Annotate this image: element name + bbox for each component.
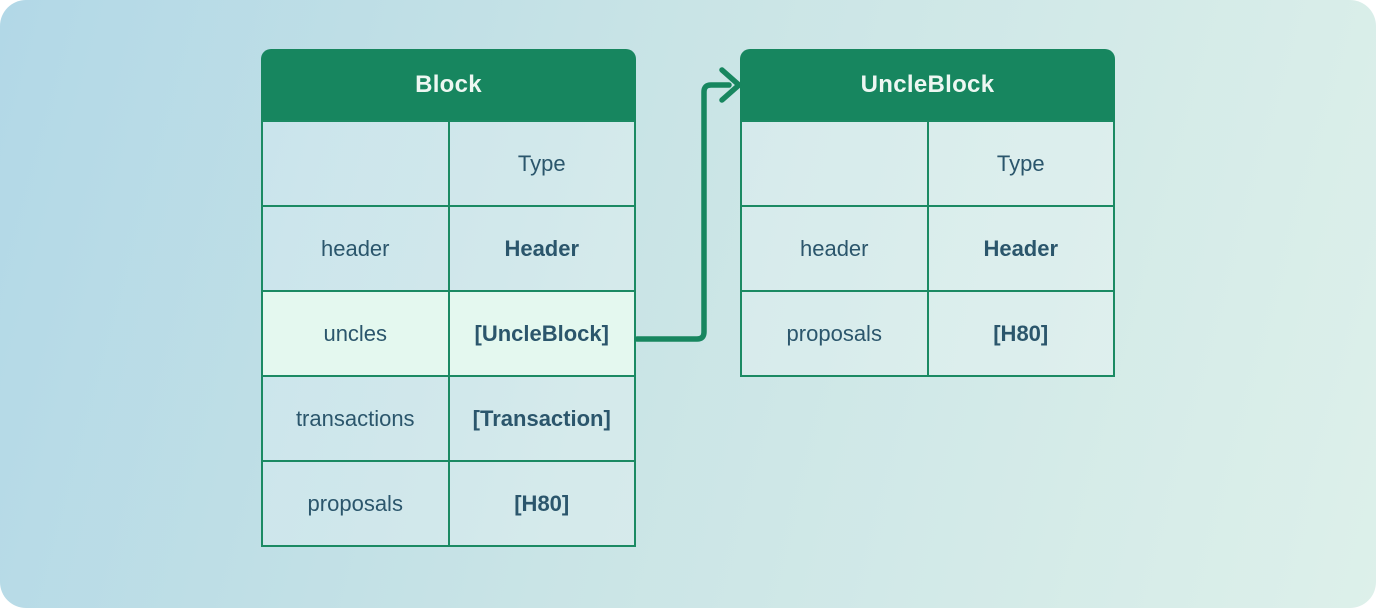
relation-arrowhead-icon xyxy=(719,67,742,103)
field-type-cell: [H80] xyxy=(926,290,1115,377)
class-table-uncleblock: UncleBlock Type header Header proposals … xyxy=(740,49,1115,377)
table-row: header Header xyxy=(740,205,1115,292)
table-row: header Header xyxy=(261,205,636,292)
table-row: Type xyxy=(261,120,636,207)
table-row: Type xyxy=(740,120,1115,207)
table-row: transactions [Transaction] xyxy=(261,375,636,462)
uncleblock-table-title: UncleBlock xyxy=(860,70,995,98)
class-table-block: Block Type header Header uncles [UncleBl… xyxy=(261,49,636,547)
cell-empty xyxy=(261,120,450,207)
field-name-cell: proposals xyxy=(261,460,450,547)
field-type-cell: [H80] xyxy=(447,460,636,547)
block-table-title: Block xyxy=(415,70,482,98)
field-name-cell: uncles xyxy=(261,290,450,377)
relation-arrow-line xyxy=(634,82,732,342)
table-row: proposals [H80] xyxy=(261,460,636,547)
field-type-cell: Header xyxy=(926,205,1115,292)
field-name-cell: header xyxy=(740,205,929,292)
table-row: proposals [H80] xyxy=(740,290,1115,377)
type-column-header: Type xyxy=(926,120,1115,207)
type-column-header: Type xyxy=(447,120,636,207)
field-type-cell: Header xyxy=(447,205,636,292)
field-type-cell: [UncleBlock] xyxy=(447,290,636,377)
table-row-highlighted: uncles [UncleBlock] xyxy=(261,290,636,377)
field-name-cell: proposals xyxy=(740,290,929,377)
cell-empty xyxy=(740,120,929,207)
block-table-body: Type header Header uncles [UncleBlock] t… xyxy=(261,120,636,547)
uncleblock-table-body: Type header Header proposals [H80] xyxy=(740,120,1115,377)
field-type-cell: [Transaction] xyxy=(447,375,636,462)
field-name-cell: header xyxy=(261,205,450,292)
field-name-cell: transactions xyxy=(261,375,450,462)
uncleblock-table-header: UncleBlock xyxy=(740,49,1115,120)
block-table-header: Block xyxy=(261,49,636,120)
